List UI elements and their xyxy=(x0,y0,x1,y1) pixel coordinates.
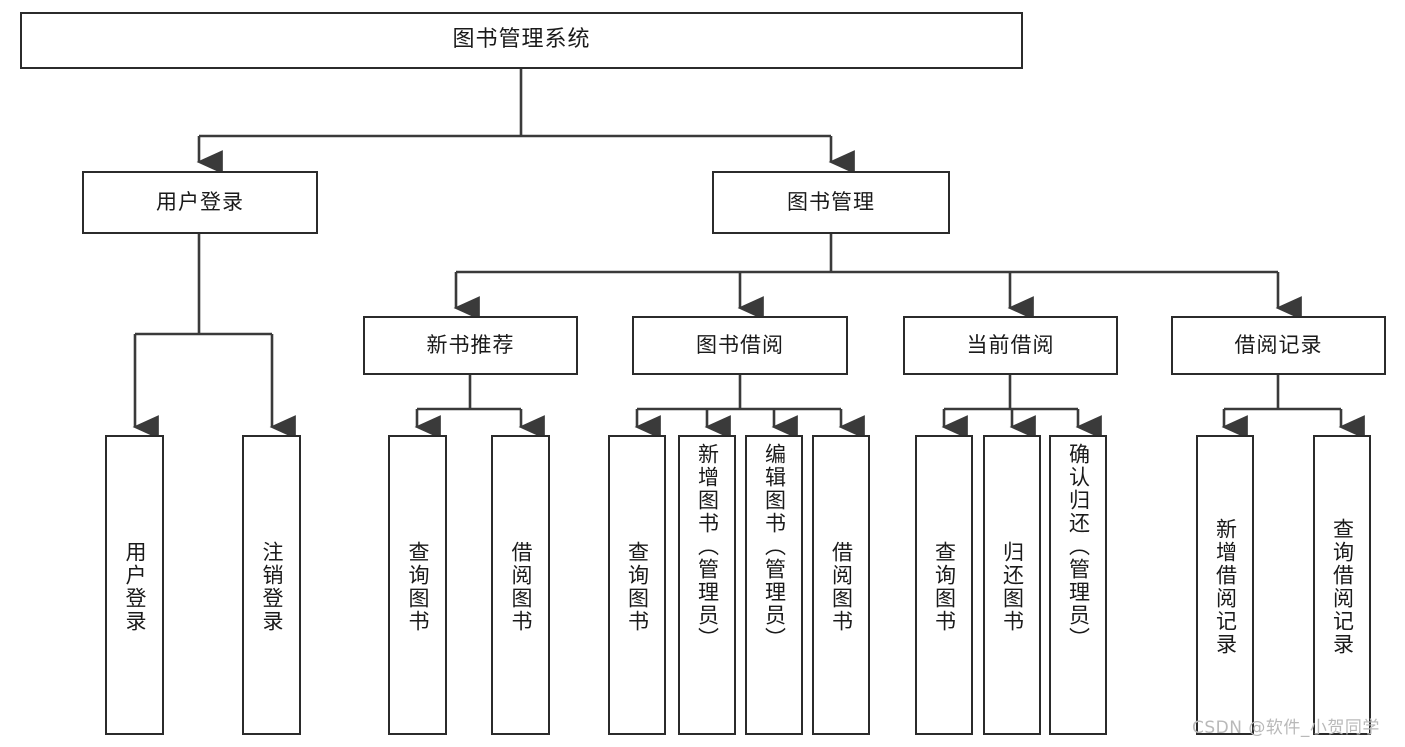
leaf-borrow-record-add-record[interactable]: 新增借阅记录 xyxy=(1196,435,1254,735)
node-book-borrow[interactable]: 图书借阅 xyxy=(632,316,848,375)
node-label: 图书借阅 xyxy=(696,332,784,357)
node-label: 查询图书 xyxy=(625,541,650,633)
node-label: 注销登录 xyxy=(260,541,284,633)
leaf-new-book-borrow-book[interactable]: 借阅图书 xyxy=(491,435,550,735)
node-label: 新增借阅记录 xyxy=(1213,518,1238,656)
node-label: 借阅记录 xyxy=(1234,332,1323,357)
watermark-text: CSDN @软件_小贺同学 xyxy=(1192,718,1380,738)
node-label: 当前借阅 xyxy=(966,332,1055,357)
leaf-book-borrow-edit-book-admin[interactable]: 编辑图书（管理员） xyxy=(745,435,803,735)
leaf-user-login-login[interactable]: 用户登录 xyxy=(105,435,164,735)
leaf-user-login-logout[interactable]: 注销登录 xyxy=(242,435,301,735)
node-current-borrow[interactable]: 当前借阅 xyxy=(903,316,1118,375)
leaf-borrow-record-query-record[interactable]: 查询借阅记录 xyxy=(1313,435,1371,735)
leaf-book-borrow-add-book-admin[interactable]: 新增图书（管理员） xyxy=(678,435,736,735)
node-label: 新书推荐 xyxy=(426,332,515,357)
node-label: 用户登录 xyxy=(123,541,147,633)
node-label: 图书管理系统 xyxy=(452,27,591,53)
node-book-management[interactable]: 图书管理 xyxy=(712,171,950,234)
node-label: 用户登录 xyxy=(156,189,244,214)
node-label: 确认归还（管理员） xyxy=(1066,443,1091,650)
node-label: 编辑图书（管理员） xyxy=(762,443,787,650)
leaf-current-borrow-confirm-return-admin[interactable]: 确认归还（管理员） xyxy=(1049,435,1107,735)
leaf-book-borrow-query-book[interactable]: 查询图书 xyxy=(608,435,666,735)
leaf-book-borrow-borrow-book[interactable]: 借阅图书 xyxy=(812,435,870,735)
node-label: 新增图书（管理员） xyxy=(695,443,720,650)
node-label: 借阅图书 xyxy=(509,541,533,633)
node-label: 查询图书 xyxy=(932,541,957,633)
node-label: 借阅图书 xyxy=(829,541,854,633)
node-new-book-recommend[interactable]: 新书推荐 xyxy=(363,316,578,375)
node-root-system[interactable]: 图书管理系统 xyxy=(20,12,1023,69)
node-label: 归还图书 xyxy=(1000,541,1025,633)
node-label: 图书管理 xyxy=(787,189,875,214)
leaf-new-book-query-book[interactable]: 查询图书 xyxy=(388,435,447,735)
node-user-login[interactable]: 用户登录 xyxy=(82,171,318,234)
node-label: 查询图书 xyxy=(406,541,430,633)
node-label: 查询借阅记录 xyxy=(1330,518,1355,656)
leaf-current-borrow-query-book[interactable]: 查询图书 xyxy=(915,435,973,735)
leaf-current-borrow-return-book[interactable]: 归还图书 xyxy=(983,435,1041,735)
node-borrow-record[interactable]: 借阅记录 xyxy=(1171,316,1386,375)
